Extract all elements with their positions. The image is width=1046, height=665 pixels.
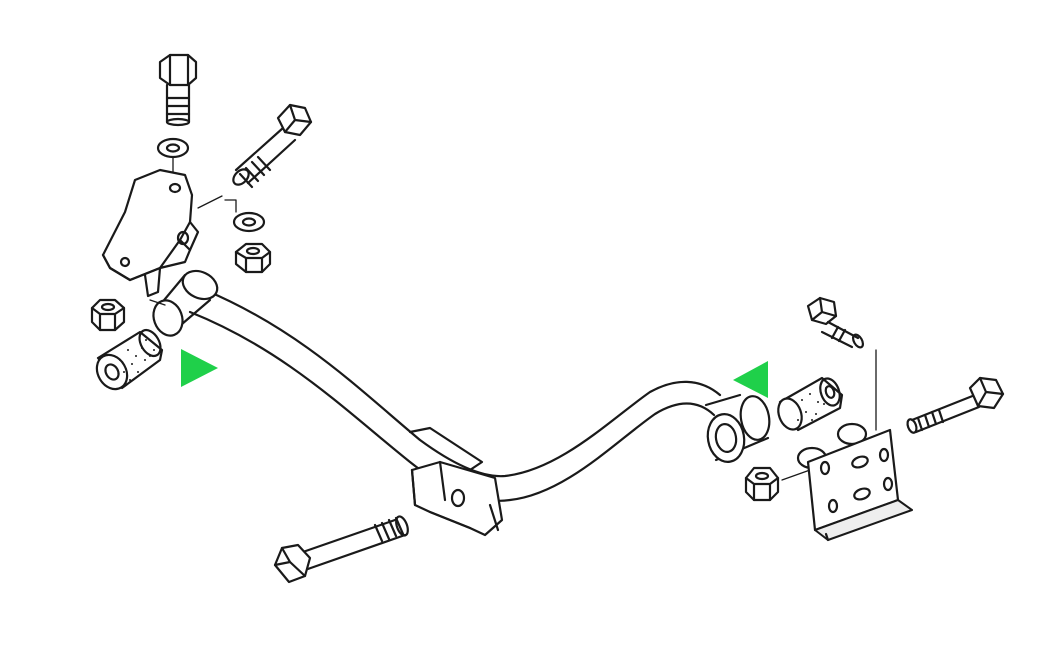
left-mounting-bracket — [101, 168, 200, 298]
nut-right — [744, 466, 780, 502]
washer-top-left — [156, 137, 190, 159]
right-rubber-bushing — [777, 376, 844, 432]
washer-bracket-right — [232, 211, 266, 233]
nut-bracket-right — [234, 242, 272, 274]
green-arrow-left-icon — [733, 361, 768, 398]
center-bushing-clamp — [408, 426, 504, 537]
long-bolt-right — [906, 376, 1005, 434]
green-arrow-right-icon — [181, 349, 218, 387]
stabilizer-bar — [152, 269, 771, 502]
right-mounting-plate — [796, 422, 913, 542]
long-bolt-bottom — [273, 515, 409, 584]
bar-left-eye — [181, 269, 219, 301]
bar-right-eye — [739, 395, 771, 441]
bar-right-eye-face — [706, 413, 746, 463]
nut-left — [90, 298, 126, 332]
vertical-bolt-top-left — [158, 53, 198, 127]
diagonal-bolt-top — [232, 103, 313, 189]
left-rubber-bushing — [95, 328, 164, 391]
short-bolt-right-top — [806, 296, 865, 349]
bar-left-eye-face — [152, 299, 184, 337]
